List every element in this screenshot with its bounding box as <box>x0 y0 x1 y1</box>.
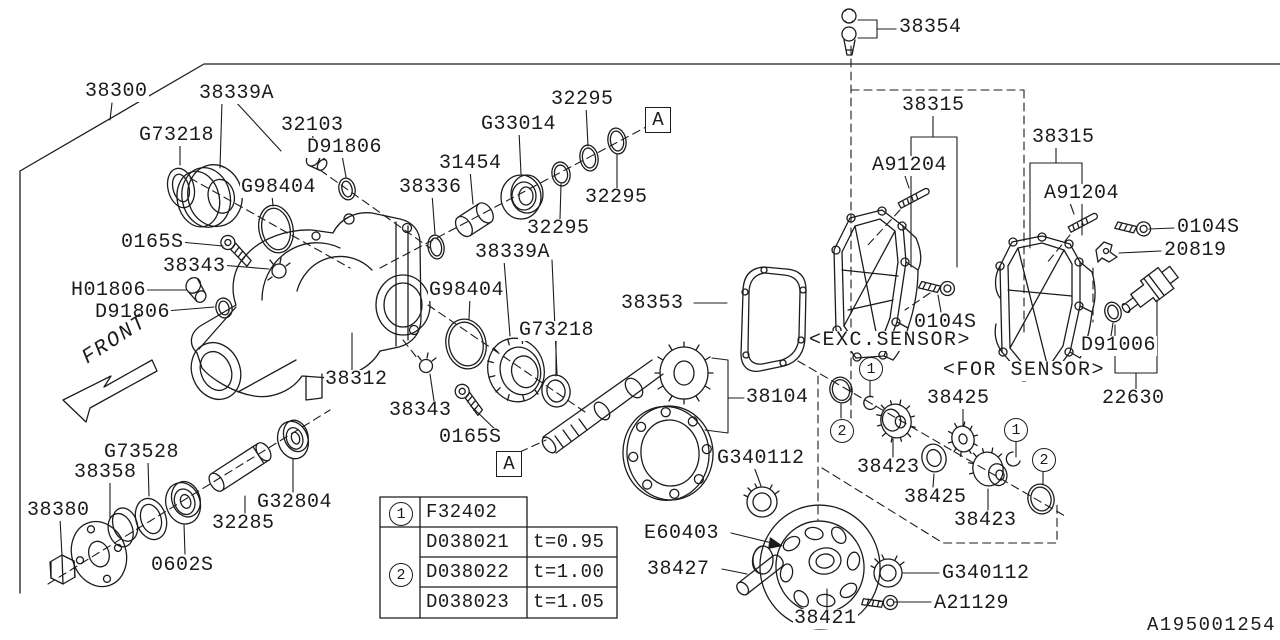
part-label-38421: 38421 <box>793 607 858 630</box>
note-for-sensor: <FOR SENSOR> <box>942 359 1107 382</box>
part-label-38104: 38104 <box>745 386 810 409</box>
drawing-drive-pinion-and-ring-gear <box>541 341 714 502</box>
drawing-differential-gear-kit <box>829 376 1055 515</box>
part-label-22630: 22630 <box>1101 387 1166 410</box>
part-label-38425: 38425 <box>926 387 991 410</box>
part-label-32295-3: 32295 <box>526 217 591 240</box>
legend-part-no-D038022: D038022 <box>426 561 510 583</box>
part-label-38354: 38354 <box>898 16 963 39</box>
part-label-38425-2: 38425 <box>903 486 968 509</box>
part-label-31454: 31454 <box>438 152 503 175</box>
part-label-38339A-2: 38339A <box>474 241 552 264</box>
part-label-H01806: H01806 <box>70 279 148 302</box>
dashed-group-lines <box>47 45 1094 585</box>
legend-part-no-F32402: F32402 <box>426 501 498 523</box>
part-label-0165S-2: 0165S <box>438 426 503 449</box>
part-label-A91204: A91204 <box>871 154 949 177</box>
part-label-32295-2: 32295 <box>584 186 649 209</box>
part-label-G73528: G73528 <box>103 441 181 464</box>
note-exc-sensor: <EXC.SENSOR> <box>808 329 973 352</box>
part-label-38358: 38358 <box>73 461 138 484</box>
part-label-38339A: 38339A <box>198 82 276 105</box>
legend-table-lines <box>379 496 618 619</box>
legend-callout-1: 1 <box>389 502 413 526</box>
legend-thickness-105: t=1.05 <box>533 591 605 613</box>
callout-1-washer-left: 1 <box>859 357 883 381</box>
leader-lines <box>59 19 1175 610</box>
part-label-38343: 38343 <box>162 255 227 278</box>
section-marker-a-bottom: A <box>496 451 522 477</box>
part-label-E60403: E60403 <box>643 522 721 545</box>
part-label-38315: 38315 <box>901 94 966 117</box>
callout-2-shim-left: 2 <box>830 419 854 443</box>
part-label-32295: 32295 <box>550 88 615 111</box>
legend-callout-2: 2 <box>389 563 413 587</box>
part-label-20819: 20819 <box>1163 239 1228 262</box>
part-label-D91806-2: D91806 <box>94 301 172 324</box>
part-label-38380: 38380 <box>26 499 91 522</box>
part-label-38423-2: 38423 <box>953 509 1018 532</box>
section-marker-a-top: A <box>645 107 671 133</box>
part-label-G98404-2: G98404 <box>428 279 506 302</box>
part-label-D91006: D91006 <box>1080 334 1158 357</box>
part-label-38312: 38312 <box>324 368 389 391</box>
part-label-38353: 38353 <box>620 292 685 315</box>
part-label-38315-2: 38315 <box>1031 126 1096 149</box>
part-label-32103: 32103 <box>280 114 345 137</box>
part-label-32285: 32285 <box>211 512 276 535</box>
legend-thickness-095: t=0.95 <box>533 531 605 553</box>
callout-1-washer-right: 1 <box>1004 418 1028 442</box>
drawing-front-seal-bearing-group <box>166 150 356 319</box>
part-label-38423: 38423 <box>856 456 921 479</box>
legend-thickness-100: t=1.00 <box>533 561 605 583</box>
part-label-A91204-2: A91204 <box>1043 182 1121 205</box>
part-label-38336: 38336 <box>398 176 463 199</box>
part-label-G340112: G340112 <box>716 447 806 470</box>
part-label-0104S-2: 0104S <box>913 311 978 334</box>
part-label-G33014: G33014 <box>480 113 558 136</box>
callout-2-shim-right: 2 <box>1032 448 1056 472</box>
part-label-38300: 38300 <box>84 80 149 103</box>
drawing-plugs-38354 <box>841 8 857 56</box>
part-label-G73218: G73218 <box>138 124 216 147</box>
part-label-0104S: 0104S <box>1176 216 1241 239</box>
assembly-boundary <box>19 63 1280 594</box>
part-label-38427: 38427 <box>646 558 711 581</box>
part-label-0602S: 0602S <box>150 554 215 577</box>
part-label-0165S: 0165S <box>120 231 185 254</box>
part-label-G340112-2: G340112 <box>941 562 1031 585</box>
part-label-A21129: A21129 <box>933 592 1011 615</box>
part-label-G73218-2: G73218 <box>518 319 596 342</box>
drawing-companion-flange-group <box>49 419 310 588</box>
part-label-G98404: G98404 <box>240 176 318 199</box>
part-label-38343-2: 38343 <box>388 399 453 422</box>
front-direction-arrow <box>62 359 158 423</box>
drawing-rear-cover-gasket <box>740 266 807 372</box>
drawing-number: A195001254 <box>1146 614 1278 636</box>
part-label-G32804: G32804 <box>256 491 334 514</box>
drawing-differential-carrier <box>190 212 431 401</box>
legend-part-no-D038021: D038021 <box>426 531 510 553</box>
legend-part-no-D038023: D038023 <box>426 591 510 613</box>
part-label-D91806: D91806 <box>306 136 384 159</box>
